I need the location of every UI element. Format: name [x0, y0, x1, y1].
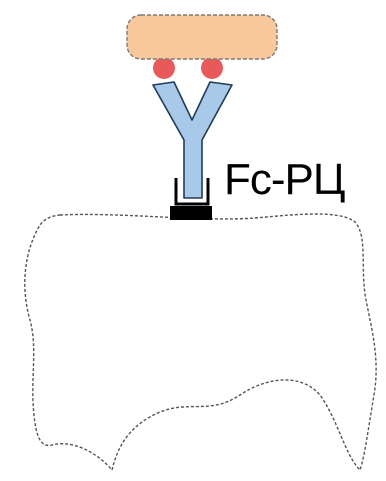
antigen: [127, 15, 277, 59]
receptor-base: [170, 206, 212, 220]
fc-receptor-label: Fc-РЦ: [224, 158, 344, 202]
epitope-left: [153, 57, 175, 79]
epitope-right: [201, 57, 223, 79]
antibody: [153, 82, 232, 198]
cell-outline: [25, 214, 376, 470]
